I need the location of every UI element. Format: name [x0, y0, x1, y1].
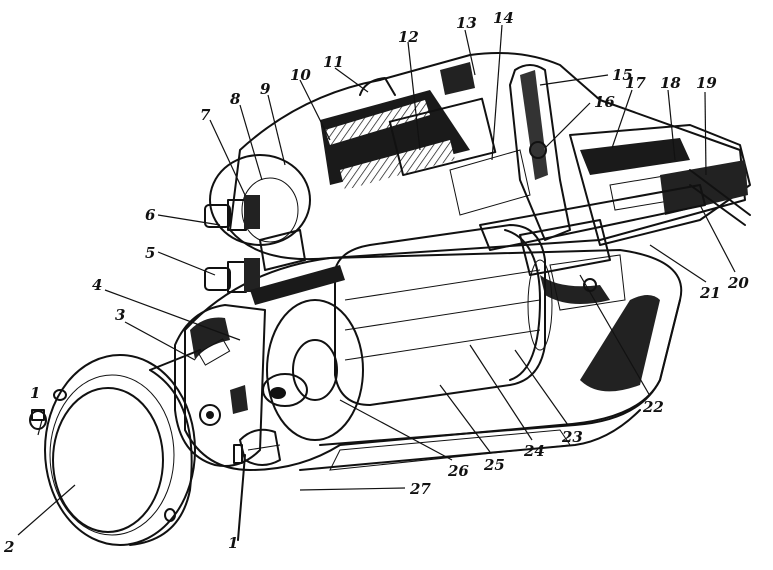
part-label-13: 13	[456, 14, 477, 32]
part-label-12: 12	[398, 28, 419, 46]
part-label-23: 23	[561, 428, 583, 446]
part-label-16: 16	[594, 93, 615, 111]
end-cover	[29, 354, 196, 546]
part-label-26: 26	[447, 462, 469, 480]
part-label-5: 5	[145, 244, 155, 262]
part-label-19: 19	[696, 74, 717, 92]
part-label-11: 11	[323, 53, 344, 71]
part-label-6: 6	[145, 206, 156, 224]
part-label-27: 27	[409, 480, 431, 498]
part-label-18: 18	[660, 74, 681, 92]
part-label-14: 14	[493, 9, 514, 27]
shift-lever	[509, 64, 571, 241]
part-label-4: 4	[92, 276, 102, 294]
part-label-10: 10	[290, 66, 311, 84]
drive-end-housing	[569, 124, 751, 246]
part-label-3: 3	[115, 306, 125, 324]
solenoid-housing	[229, 51, 746, 261]
terminal-studs	[204, 154, 345, 305]
part-label-21: 21	[699, 284, 721, 302]
part-label-17: 17	[625, 74, 646, 92]
part-label-15: 15	[612, 66, 633, 84]
part-label-1b: 1	[30, 384, 40, 402]
commutator-end-frame	[149, 304, 281, 541]
part-label-24: 24	[523, 442, 545, 460]
armature-core	[334, 224, 553, 406]
part-label-20: 20	[727, 274, 749, 292]
part-label-7: 7	[200, 106, 211, 124]
commutator	[262, 299, 364, 441]
leader-lines	[17, 24, 736, 536]
part-label-25: 25	[483, 456, 505, 474]
part-label-2: 2	[3, 538, 14, 556]
part-label-1: 1	[228, 534, 238, 552]
starter-motor-drawing	[29, 51, 751, 546]
part-label-9: 9	[260, 80, 271, 98]
part-number-labels: 1 1 2 3 4 5 6 7 8 9 10 11 12 13 14 15 16…	[3, 9, 749, 556]
part-label-8: 8	[230, 90, 241, 108]
part-label-22: 22	[642, 398, 664, 416]
